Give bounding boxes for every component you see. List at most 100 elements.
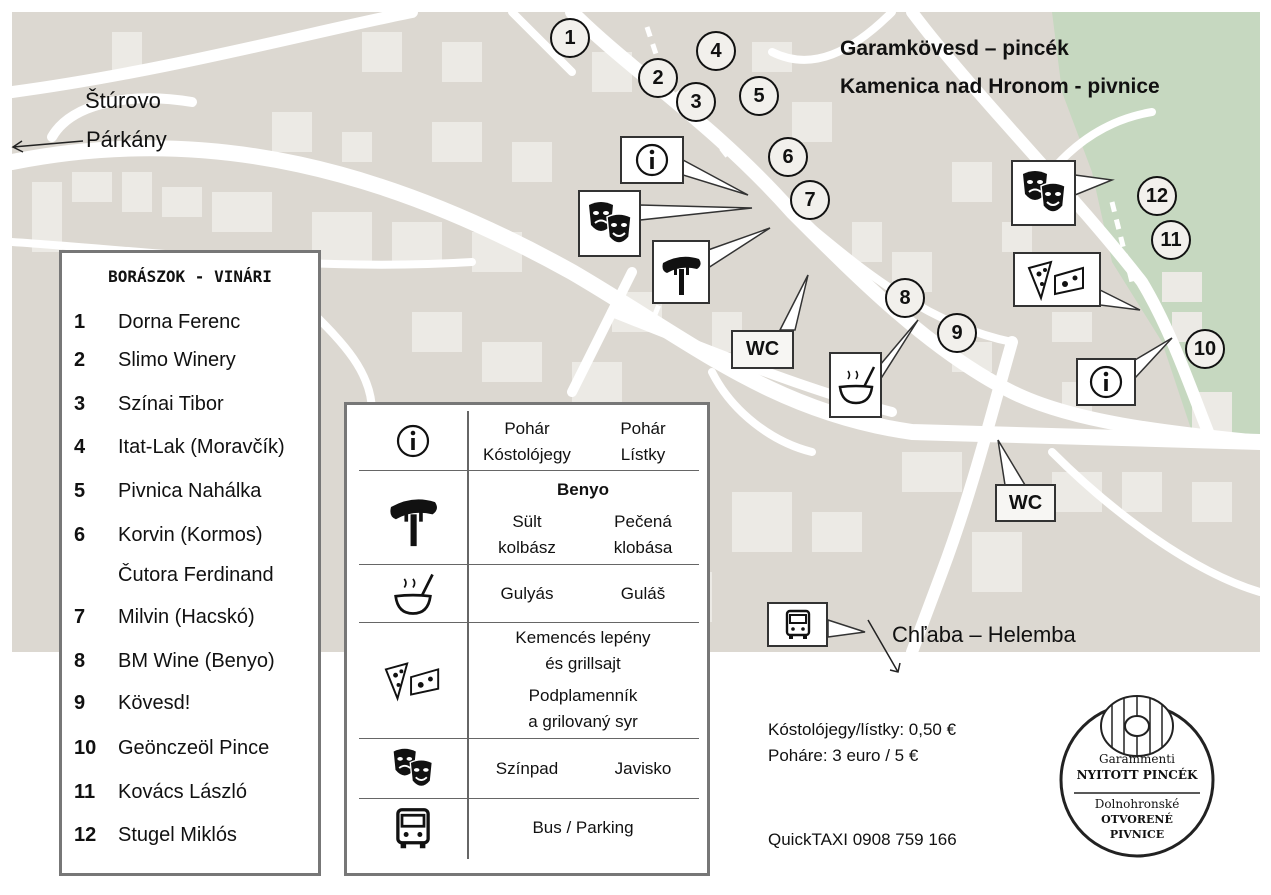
callout-pointers (639, 158, 1173, 638)
legend-item-name: Korvin (Kormos) (118, 524, 263, 546)
cellar-marker-11[interactable]: 11 (1151, 220, 1191, 260)
cellar-marker-6[interactable]: 6 (768, 137, 808, 177)
legend-item-name: Kövesd! (118, 692, 191, 714)
cellar-marker-5[interactable]: 5 (739, 76, 779, 116)
legend-item-number: 10 (74, 737, 97, 759)
legend-item-name: Pivnica Nahálka (118, 480, 262, 502)
price-tasting-ticket: Kóstolójegy/lístky: 0,50 € (768, 720, 957, 739)
map-title: Garamkövesd – pincék (840, 37, 1069, 60)
soup-icon-cell (359, 565, 467, 623)
map-callout-soup[interactable] (829, 352, 882, 418)
legend-item-number: 7 (74, 606, 86, 628)
legend-item: 9 Kövesd! (74, 692, 190, 715)
cellar-marker-10[interactable]: 10 (1185, 329, 1225, 369)
soup-icon (838, 366, 875, 405)
map-callout-bus[interactable] (767, 602, 828, 647)
info-icon-cell (359, 411, 467, 471)
theater-masks-icon (393, 748, 434, 788)
logo-line-3: Dolnohronské (1094, 797, 1180, 811)
map-subtitle: Kamenica nad Hronom - pivnice (840, 75, 1160, 98)
map-callout-theater-2[interactable] (1011, 160, 1076, 226)
service-hu-text: Pohár Kóstolójegy (483, 419, 571, 464)
legend-item-number: 11 (74, 781, 96, 803)
pizza-icon-cell (359, 623, 467, 739)
logo-line-4: OTVORENÉ (1101, 813, 1173, 826)
legend-item-number: 2 (74, 349, 86, 371)
column-divider (467, 565, 469, 623)
map-wc-1[interactable]: WC (731, 330, 794, 369)
map-callout-pizza[interactable] (1013, 252, 1101, 307)
info-icon (396, 424, 430, 458)
cellar-marker-8[interactable]: 8 (885, 278, 925, 318)
cellar-marker-3[interactable]: 3 (676, 82, 716, 122)
direction-label-chlaba: Chľaba – Helemba (892, 622, 1076, 647)
service-hu-text: Gulyás (500, 584, 554, 603)
legend-item: Čutora Ferdinand (74, 564, 274, 587)
pizza-cheese-icon (384, 662, 440, 702)
map-callout-theater[interactable] (578, 190, 641, 257)
legend-item: 6 Korvin (Kormos) (74, 524, 262, 547)
column-divider (467, 411, 469, 471)
map-wc-2[interactable]: WC (995, 484, 1056, 522)
sausage-icon (662, 256, 701, 295)
services-row-soup: Gulyás Guláš (359, 565, 699, 623)
pizza-cheese-icon (1027, 260, 1084, 301)
services-row-info: Pohár Kóstolójegy Pohár Lístky (359, 411, 699, 471)
info-icon (1089, 365, 1123, 399)
service-sk-text: Javisko (614, 759, 672, 778)
bus-icon (785, 609, 810, 639)
service-sk-text: Podplamenník a grilovaný syr (528, 686, 638, 731)
logo-line-1: Garammenti (1099, 752, 1175, 766)
legend-item-number: 6 (74, 524, 86, 546)
legend-item-number: 3 (74, 393, 86, 415)
cellar-marker-12[interactable]: 12 (1137, 176, 1177, 216)
services-row-pizza: Kemencés lepény és grillsajt Podplamenní… (359, 623, 699, 739)
map-callout-sausage[interactable] (652, 240, 710, 304)
map-callout-info-2[interactable] (1076, 358, 1136, 406)
cellar-marker-1[interactable]: 1 (550, 18, 590, 58)
services-row-sausage: Benyo Sült kolbász Pečená klobása (359, 471, 699, 565)
legend-item-name: BM Wine (Benyo) (118, 650, 275, 672)
column-divider (467, 739, 469, 799)
theater-icon-cell (359, 739, 467, 799)
taxi-info: QuickTAXI 0908 759 166 (768, 830, 957, 849)
services-row-bus: Bus / Parking (359, 799, 699, 859)
arrow-southeast-icon (867, 619, 901, 673)
bus-icon-cell (359, 799, 467, 859)
legend-item-number (74, 564, 118, 587)
column-divider (467, 799, 469, 859)
sausage-icon (390, 499, 437, 547)
legend-item-name: Itat-Lak (Moravčík) (118, 436, 285, 458)
service-hu-text: Színpad (495, 759, 559, 778)
service-hu-text: Kemencés lepény és grillsajt (515, 628, 651, 673)
legend-item-number: 1 (74, 311, 86, 333)
soup-icon (394, 573, 434, 615)
legend-item-name: Slimo Winery (118, 349, 236, 371)
theater-masks-icon (588, 201, 632, 244)
legend-item: 2 Slimo Winery (74, 349, 236, 372)
legend-item-name: Színai Tibor (118, 393, 224, 415)
column-divider (467, 623, 469, 739)
map-callout-info[interactable] (620, 136, 684, 184)
cellar-marker-4[interactable]: 4 (696, 31, 736, 71)
service-heading: Benyo (557, 480, 609, 499)
service-sk-text: Pohár Lístky (620, 419, 666, 464)
cellar-marker-9[interactable]: 9 (937, 313, 977, 353)
legend-item-name: Čutora Ferdinand (118, 564, 274, 586)
legend-title: BORÁSZOK - VINÁRI (108, 267, 272, 286)
service-hu-text: Sült kolbász (498, 512, 556, 557)
info-icon (635, 143, 669, 177)
column-divider (467, 471, 469, 565)
legend-item-number: 9 (74, 692, 86, 714)
sausage-icon-cell (359, 471, 467, 565)
cellar-marker-7[interactable]: 7 (790, 180, 830, 220)
cellar-marker-2[interactable]: 2 (638, 58, 678, 98)
service-text: Bus / Parking (532, 818, 634, 837)
